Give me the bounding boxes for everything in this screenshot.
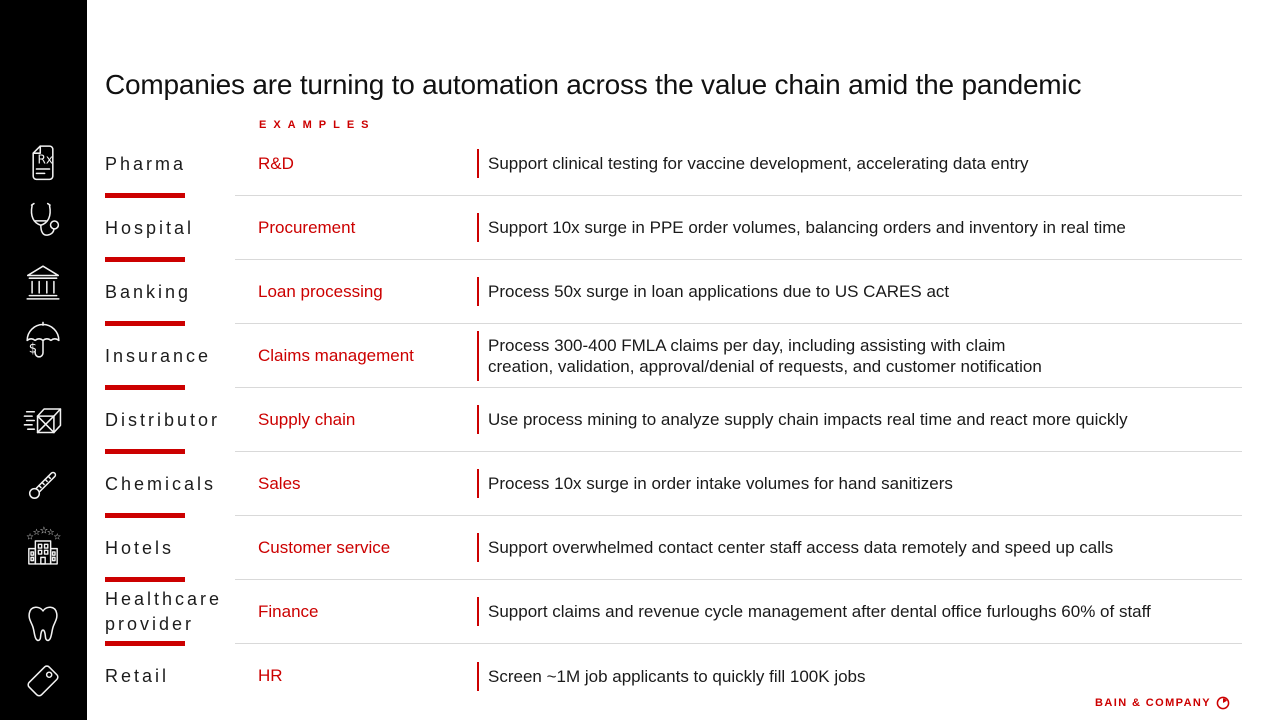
industry-cell: Chemicals xyxy=(105,452,235,518)
shipping-box-icon xyxy=(21,397,65,445)
industry-icon-sidebar: Rx $ xyxy=(0,0,87,720)
industry-cell: Pharma xyxy=(105,132,235,198)
table-row: Distributor Supply chain Use process minin… xyxy=(105,388,1242,454)
row-content: Supply chain Use process mining to analyz… xyxy=(235,388,1242,452)
function-label: HR xyxy=(258,666,283,685)
industry-cell: Retail xyxy=(105,644,235,708)
svg-text:☆: ☆ xyxy=(40,525,49,536)
prescription-icon: Rx xyxy=(21,139,65,187)
row-description: Process 50x surge in loan applications d… xyxy=(477,277,949,306)
svg-text:Rx: Rx xyxy=(38,153,53,167)
svg-text:☆: ☆ xyxy=(33,528,41,538)
industry-cell: Distributor xyxy=(105,388,235,454)
table-row: Hospital Procurement Support 10x surge in … xyxy=(105,196,1242,262)
svg-text:☆: ☆ xyxy=(26,532,34,542)
bain-logo-icon xyxy=(1216,696,1230,710)
industry-underline xyxy=(105,385,185,390)
row-content: Claims management Process 300-400 FMLA cl… xyxy=(235,324,1242,388)
industry-label: Insurance xyxy=(105,345,212,366)
row-content: Procurement Support 10x surge in PPE orde… xyxy=(235,196,1242,260)
table-row: Insurance Claims management Process 300-40… xyxy=(105,324,1242,390)
industry-cell: Hospital xyxy=(105,196,235,262)
automation-table: Pharma R&D Support clinical testing for va… xyxy=(105,132,1242,708)
row-content: HR Screen ~1M job applicants to quickly f… xyxy=(235,644,1242,708)
industry-underline xyxy=(105,321,185,326)
industry-label: Pharma xyxy=(105,153,187,174)
slide-title: Companies are turning to automation acro… xyxy=(105,68,1082,100)
industry-label: Healthcare provider xyxy=(105,589,223,634)
function-label: Procurement xyxy=(258,217,356,237)
row-description: Process 300-400 FMLA claims per day, inc… xyxy=(477,330,1042,381)
row-content: Finance Support claims and revenue cycle … xyxy=(235,580,1242,644)
row-description: Screen ~1M job applicants to quickly fil… xyxy=(477,661,866,691)
function-label: Supply chain xyxy=(258,409,356,429)
industry-underline xyxy=(105,193,185,198)
function-label: Finance xyxy=(258,601,319,621)
tooth-icon xyxy=(21,600,65,648)
table-row: Chemicals Sales Process 10x surge in order… xyxy=(105,452,1242,518)
function-label: Loan processing xyxy=(258,281,383,301)
function-label: R&D xyxy=(258,153,294,173)
table-row: Healthcare provider Finance Support claims… xyxy=(105,580,1242,646)
hotel-stars-icon: ☆ ☆ ☆ ☆ ☆ xyxy=(21,523,65,571)
industry-label: Hospital xyxy=(105,217,195,238)
bain-logo-text: BAIN & COMPANY xyxy=(1095,697,1211,709)
bank-icon xyxy=(21,258,65,306)
table-row: Retail HR Screen ~1M job applicants to qui… xyxy=(105,644,1242,708)
industry-underline xyxy=(105,577,185,582)
row-description: Support claims and revenue cycle managem… xyxy=(477,597,1151,626)
umbrella-dollar-icon: $ xyxy=(21,318,65,366)
svg-text:☆: ☆ xyxy=(47,528,55,538)
examples-header: EXAMPLES xyxy=(259,119,376,131)
function-label: Sales xyxy=(258,473,301,493)
row-description: Support clinical testing for vaccine dev… xyxy=(477,149,1029,178)
industry-underline xyxy=(105,513,185,518)
svg-text:☆: ☆ xyxy=(53,532,61,542)
footer-brand: BAIN & COMPANY xyxy=(1095,696,1230,710)
table-row: Hotels Customer service Support overwhelme… xyxy=(105,516,1242,582)
table-row: Banking Loan processing Process 50x surge … xyxy=(105,260,1242,326)
industry-underline xyxy=(105,257,185,262)
industry-label: Retail xyxy=(105,665,170,686)
table-row: Pharma R&D Support clinical testing for va… xyxy=(105,132,1242,198)
row-description: Support 10x surge in PPE order volumes, … xyxy=(477,213,1126,242)
row-description: Use process mining to analyze supply cha… xyxy=(477,405,1128,434)
row-content: Customer service Support overwhelmed cont… xyxy=(235,516,1242,580)
function-label: Claims management xyxy=(258,345,414,365)
industry-label: Banking xyxy=(105,281,192,302)
stethoscope-icon xyxy=(21,198,65,246)
row-content: Sales Process 10x surge in order intake v… xyxy=(235,452,1242,516)
industry-label: Hotels xyxy=(105,537,175,558)
industry-cell: Hotels xyxy=(105,516,235,582)
function-label: Customer service xyxy=(258,537,391,557)
thermometer-icon xyxy=(21,462,65,510)
row-description: Support overwhelmed contact center staff… xyxy=(477,533,1113,562)
svg-text:$: $ xyxy=(29,341,37,356)
row-content: Loan processing Process 50x surge in loan… xyxy=(235,260,1242,324)
industry-cell: Healthcare provider xyxy=(105,580,235,646)
industry-label: Chemicals xyxy=(105,473,217,494)
industry-label: Distributor xyxy=(105,409,221,430)
industry-cell: Banking xyxy=(105,260,235,326)
price-tag-icon xyxy=(21,658,65,706)
industry-underline xyxy=(105,449,185,454)
industry-cell: Insurance xyxy=(105,324,235,390)
industry-underline xyxy=(105,641,185,646)
row-content: R&D Support clinical testing for vaccine … xyxy=(235,132,1242,196)
row-description: Process 10x surge in order intake volume… xyxy=(477,469,953,498)
